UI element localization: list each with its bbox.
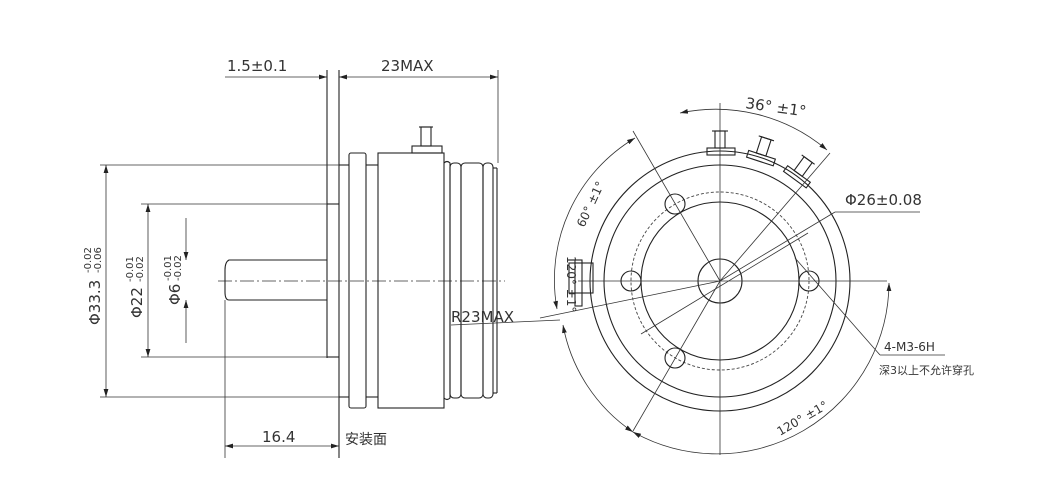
dim-angle-120-left: 120° ±1° bbox=[564, 256, 578, 312]
dim-shaft-tol-lower: -0.02 bbox=[173, 255, 184, 281]
dim-flange-thickness: 1.5±0.1 bbox=[227, 57, 287, 75]
dim-radius: R23MAX bbox=[451, 308, 514, 326]
mounting-face-label: 安装面 bbox=[345, 432, 387, 448]
hole-spec: 4-M3-6H bbox=[884, 340, 935, 354]
dim-outer-tol-lower: -0.06 bbox=[93, 247, 104, 273]
dim-pilot-tol-lower: -0.02 bbox=[135, 256, 146, 282]
dim-shaft-length: 16.4 bbox=[262, 428, 295, 446]
dim-outer-diameter: Φ33.3 bbox=[86, 280, 104, 325]
dim-shaft-tol-upper: -0.01 bbox=[163, 255, 174, 281]
dim-bolt-circle: Φ26±0.08 bbox=[845, 191, 922, 209]
dim-pilot-tol-upper: -0.01 bbox=[125, 256, 136, 282]
dim-length: 23MAX bbox=[381, 57, 434, 75]
dim-outer-tol-upper: -0.02 bbox=[83, 247, 94, 273]
dim-shaft-diameter: Φ6 bbox=[166, 284, 184, 305]
hole-note: 深3以上不允许穿孔 bbox=[879, 363, 974, 377]
side-view: 1.5±0.1 23MAX 16.4 安装面 R23MAX Φ33.3 -0.0… bbox=[83, 57, 561, 458]
dim-pilot-diameter: Φ22 bbox=[128, 287, 146, 318]
